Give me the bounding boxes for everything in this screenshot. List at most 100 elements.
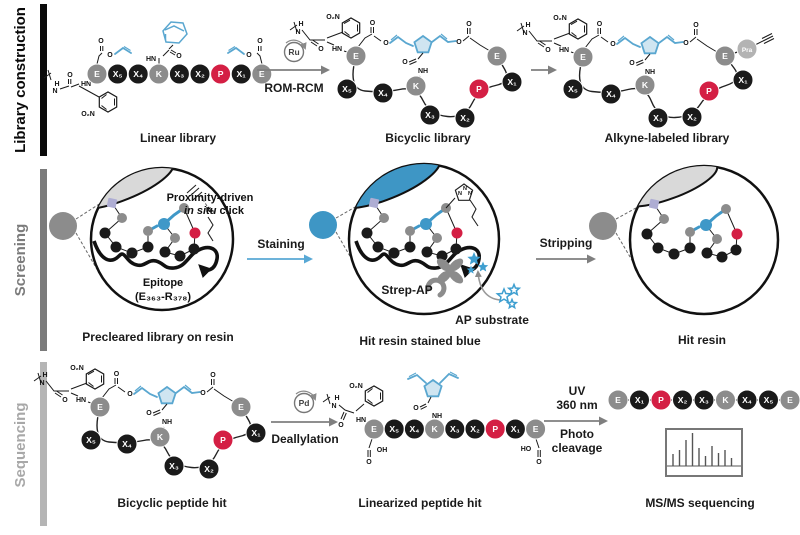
stained-resin-view: N N N Strep-AP (309, 162, 529, 348)
bead-label: K (413, 81, 420, 91)
caption-linearized: Linearized peptide hit (358, 496, 481, 510)
svg-text:HN: HN (356, 417, 366, 424)
bead-label: Pra (742, 47, 753, 54)
svg-text:O: O (246, 52, 252, 59)
svg-text:Photo: Photo (560, 427, 594, 441)
caption-hit-resin: Hit resin (678, 333, 726, 347)
bead (714, 45, 736, 67)
bead (758, 389, 779, 411)
bead (345, 45, 367, 67)
section-label-sequencing: Sequencing (12, 402, 29, 487)
bead (454, 107, 476, 129)
bead-label: K (722, 395, 729, 405)
bead-label: X₄ (122, 439, 132, 449)
norbornene (162, 21, 188, 44)
svg-text:UV: UV (569, 384, 586, 398)
bead (107, 63, 129, 85)
row-screening: N₃ Proximity-driven in situ click Epitop… (49, 162, 780, 348)
svg-text:O: O (107, 52, 113, 59)
screening-bar (40, 169, 47, 351)
bead-label: E (494, 51, 500, 61)
stripping-arrow: Stripping (536, 236, 596, 264)
bead (198, 458, 220, 480)
bead-label: X₁ (635, 395, 645, 405)
hit-resin-view: Hit resin (589, 164, 780, 347)
bead-label: X₁ (507, 77, 517, 87)
ru-catalyst-icon (283, 41, 305, 63)
strep-ap-conjugate (425, 258, 464, 298)
bead-label: E (722, 51, 728, 61)
svg-text:N: N (468, 191, 472, 197)
bead (650, 389, 672, 411)
bead-label: X₅ (389, 424, 399, 434)
bead-label: X₅ (342, 84, 352, 94)
bead (372, 82, 394, 104)
bead (486, 45, 508, 67)
bead-label: X₁ (237, 69, 247, 79)
caption-msms: MS/MS sequencing (645, 496, 754, 510)
section-rails: Library construction Screening Sequencin… (12, 4, 47, 526)
epitope-label: Epitope (143, 277, 183, 289)
bead (245, 422, 267, 444)
bead-label: P (218, 69, 224, 79)
bead-label: P (658, 395, 664, 405)
bead-label: E (615, 395, 621, 405)
bead (607, 389, 629, 411)
epitope-range-label: (E₃₆₃-R₃₇₈) (135, 291, 191, 303)
proximity-label-line1: Proximity-driven (167, 192, 254, 204)
bead-label: X₂ (687, 112, 697, 122)
bead-label: P (492, 424, 498, 434)
bead-label: E (94, 69, 100, 79)
bead-label: X₃ (175, 69, 185, 79)
svg-text:O: O (176, 53, 182, 60)
mass-spectrum-icon (665, 428, 743, 477)
bead (210, 63, 232, 85)
caption-precleared: Precleared library on resin (82, 330, 233, 344)
bead (230, 63, 252, 85)
bead (672, 389, 693, 411)
svg-text:Stripping: Stripping (540, 236, 593, 250)
bead (86, 63, 108, 85)
bead (634, 74, 656, 96)
ap-substrate-stars (497, 285, 519, 308)
bead-label: P (476, 84, 482, 94)
svg-text:360 nm: 360 nm (556, 398, 597, 412)
bead-label: X₅ (86, 435, 96, 445)
section-label-screening: Screening (12, 224, 29, 297)
svg-text:OH: OH (377, 447, 388, 454)
bead (127, 63, 149, 85)
svg-text:HO: HO (521, 446, 532, 453)
bead (230, 396, 252, 418)
pd-catalyst-icon (293, 392, 315, 414)
bead (736, 38, 758, 60)
resin-bead-blue (309, 211, 337, 239)
bead-label: P (220, 435, 226, 445)
bead-label: X₄ (742, 395, 752, 405)
svg-text:O₂N: O₂N (81, 111, 95, 118)
bead-label: X₃ (425, 110, 435, 120)
bead (163, 455, 185, 477)
bead (468, 78, 490, 100)
bead-label: X₄ (133, 69, 143, 79)
cyclopentane-diene (423, 378, 443, 398)
bead (698, 80, 720, 102)
bead (600, 83, 622, 105)
bead-label: X₂ (678, 395, 688, 405)
bead-label: P (706, 86, 712, 96)
bead (779, 389, 800, 411)
bead (647, 107, 669, 129)
rom-rcm-arrow: Ru ROM-RCM (257, 39, 330, 95)
svg-text:N: N (52, 88, 57, 95)
svg-text:O: O (98, 38, 104, 45)
caption-bicyclic-library: Bicyclic library (385, 131, 471, 145)
bead (405, 75, 427, 97)
